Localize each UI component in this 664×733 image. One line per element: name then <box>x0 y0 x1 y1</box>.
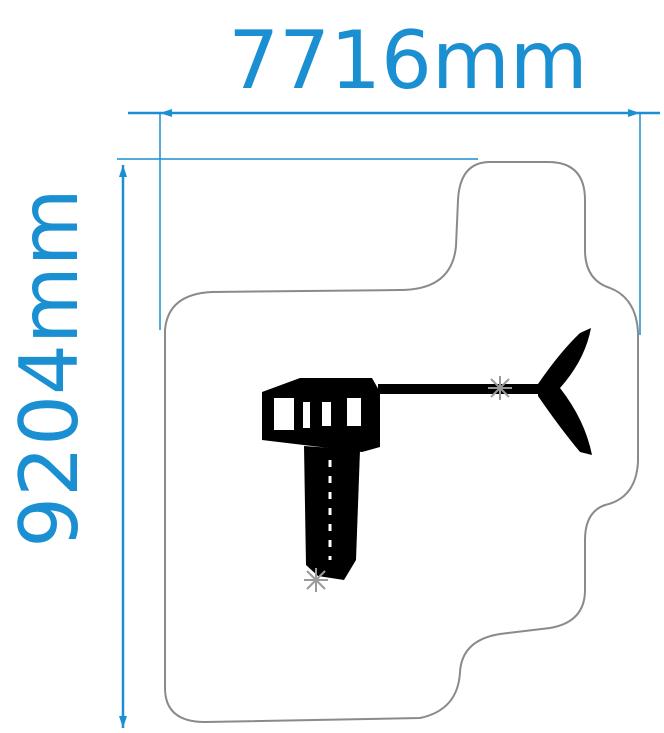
anchor-marker-bottom <box>304 568 328 592</box>
depth-arrow-top <box>119 165 127 177</box>
width-arrow-right <box>628 109 640 117</box>
depth-dimension-label: 9204mm <box>3 188 96 547</box>
depth-arrow-bottom <box>119 716 127 728</box>
play-structure <box>262 328 592 580</box>
width-arrow-left <box>160 109 172 117</box>
tower-opening-1 <box>274 398 294 430</box>
tower-deck <box>262 378 380 452</box>
tower-opening-2 <box>303 402 310 428</box>
safety-zone-outline <box>164 161 639 723</box>
swing-frame <box>538 328 592 455</box>
width-dimension-label: 7716mm <box>228 14 587 107</box>
tower-opening-4 <box>347 398 361 426</box>
anchor-marker-right <box>488 376 512 400</box>
depth-dimension: 9204mm <box>3 158 478 728</box>
slide-chute <box>304 446 360 580</box>
swing-beam <box>378 384 544 394</box>
tower-opening-3 <box>322 402 331 426</box>
width-dimension: 7716mm <box>128 14 660 335</box>
